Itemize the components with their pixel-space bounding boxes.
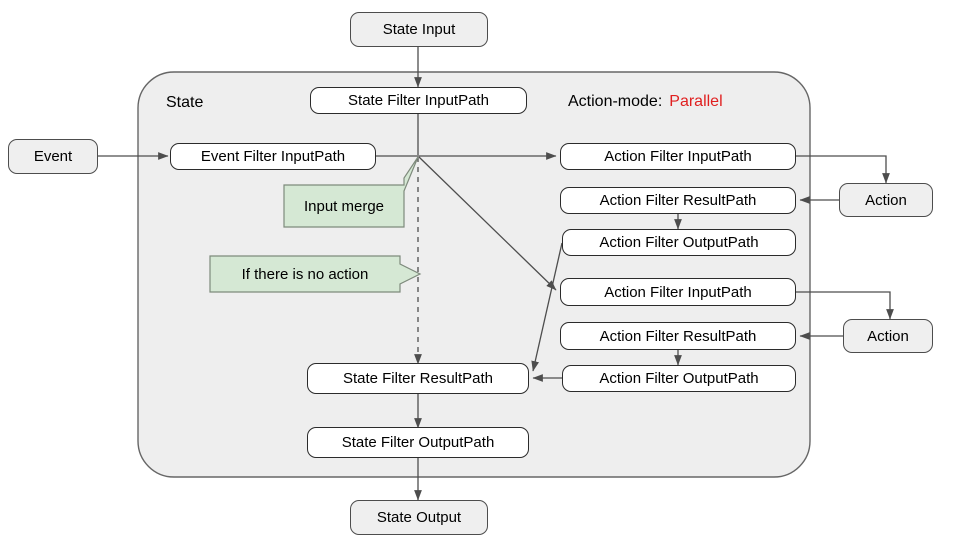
callout-input-merge: Input merge — [303, 197, 385, 215]
edge-action2-input-to-action — [796, 291, 894, 320]
callout-if-no-action: If there is no action — [241, 265, 369, 283]
node-action1-filter-outputpath[interactable]: Action Filter OutputPath — [562, 229, 796, 256]
node-state-input[interactable]: State Input — [350, 12, 488, 47]
node-action1-filter-resultpath[interactable]: Action Filter ResultPath — [560, 187, 796, 214]
action-mode-label: Action-mode: Parallel — [568, 91, 828, 113]
edge-junction-to-action2-input — [418, 156, 557, 291]
action-mode-prefix: Action-mode: — [568, 93, 663, 110]
node-action2-filter-inputpath[interactable]: Action Filter InputPath — [560, 278, 796, 306]
node-action1-filter-inputpath[interactable]: Action Filter InputPath — [560, 143, 796, 170]
edge-action1-output-to-state-result — [531, 242, 563, 372]
node-state-filter-outputpath[interactable]: State Filter OutputPath — [307, 427, 529, 458]
action-mode-value: Parallel — [669, 93, 723, 110]
node-event[interactable]: Event — [8, 139, 98, 174]
callout-no-action-shape — [209, 255, 422, 293]
node-action2-filter-resultpath[interactable]: Action Filter ResultPath — [560, 322, 796, 350]
callout-input-merge-shape — [283, 156, 419, 228]
node-action-2[interactable]: Action — [843, 319, 933, 353]
node-event-filter-inputpath[interactable]: Event Filter InputPath — [170, 143, 376, 170]
node-action-1[interactable]: Action — [839, 183, 933, 217]
node-action2-filter-outputpath[interactable]: Action Filter OutputPath — [562, 365, 796, 392]
edge-action1-input-to-action — [796, 155, 890, 184]
node-state-output[interactable]: State Output — [350, 500, 488, 535]
node-state-filter-resultpath[interactable]: State Filter ResultPath — [307, 363, 529, 394]
node-state-filter-inputpath[interactable]: State Filter InputPath — [310, 87, 527, 114]
state-container-label: State — [166, 94, 204, 111]
edges — [98, 47, 894, 501]
